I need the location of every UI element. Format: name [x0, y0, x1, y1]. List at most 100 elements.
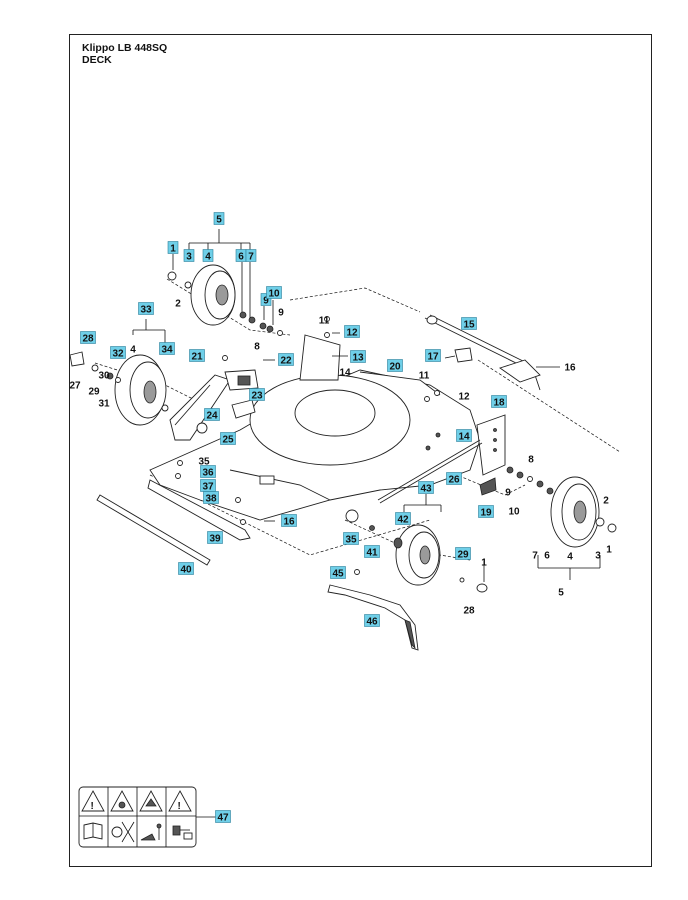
part-callout-number: 2: [175, 299, 181, 310]
callout-text: 8: [254, 342, 260, 353]
callout-text: 42: [397, 515, 409, 526]
part-callout-box: 14: [456, 429, 472, 443]
front-left-wheel: [167, 264, 283, 336]
warning-decal: ! !: [78, 786, 197, 848]
part-callout-number: 4: [567, 552, 573, 563]
part-callout-number: 14: [339, 368, 351, 379]
callout-text: 3: [595, 551, 601, 562]
part-callout-box: 1: [167, 241, 179, 255]
section-name: DECK: [82, 53, 112, 66]
callout-text: 35: [198, 457, 210, 468]
part-callout-box: 19: [478, 505, 494, 519]
stop-blade-icon: [111, 821, 135, 843]
part-callout-box: 45: [330, 566, 346, 580]
part-callout-number: 30: [98, 371, 110, 382]
small-fasteners: [175, 316, 440, 575]
callout-text: 41: [366, 548, 378, 559]
part-callout-box: 41: [364, 545, 380, 559]
front-right-wheel: [345, 509, 488, 593]
callout-text: 14: [458, 432, 470, 443]
part-callout-box: 10: [266, 286, 282, 300]
callout-text: 10: [508, 507, 520, 518]
cutting-blade: [327, 584, 419, 651]
part-callout-box: 35: [343, 532, 359, 546]
part-callout-number: 9: [505, 488, 511, 499]
callout-text: 38: [205, 494, 217, 505]
callout-text: 18: [493, 398, 505, 409]
rear-left-wheel: [69, 351, 169, 426]
callout-text: 10: [268, 289, 280, 300]
callout-text: 39: [209, 534, 221, 545]
hazard-warning-icon: [139, 790, 163, 812]
callout-text: 7: [532, 551, 538, 562]
part-callout-box: 18: [491, 395, 507, 409]
part-callout-box: 4: [202, 249, 214, 263]
callout-text: 9: [278, 308, 284, 319]
callout-text: 5: [558, 588, 564, 599]
part-callout-number: 1: [481, 558, 487, 569]
part-callout-box: 38: [203, 491, 219, 505]
height-adjust-lever: [169, 369, 259, 441]
callout-text: 16: [283, 517, 295, 528]
callout-text: 20: [389, 362, 401, 373]
callout-text: 23: [251, 391, 263, 402]
callout-text: 27: [69, 381, 81, 392]
hand-blade-warning-icon: [110, 790, 134, 812]
callout-text: 17: [427, 352, 439, 363]
part-callout-box: 43: [418, 481, 434, 495]
part-callout-box: 40: [178, 562, 194, 576]
callout-text: 21: [191, 352, 203, 363]
thrown-object-icon: [140, 823, 162, 841]
part-callout-number: 27: [69, 381, 81, 392]
part-callout-number: 28: [463, 606, 475, 617]
callout-text: 25: [222, 435, 234, 446]
svg-text:!: !: [178, 801, 181, 812]
part-callout-box: 22: [278, 353, 294, 367]
handle-rod-assembly: [424, 314, 541, 391]
part-callout-box: 3: [183, 249, 195, 263]
diagram-title: Klippo LB 448SQ DECK: [82, 42, 167, 66]
part-callout-box: 46: [364, 614, 380, 628]
disconnect-plug-icon: [172, 825, 193, 840]
callout-text: 47: [217, 813, 229, 824]
part-callout-box: 25: [220, 432, 236, 446]
callout-text: 4: [567, 552, 573, 563]
part-callout-number: 8: [254, 342, 260, 353]
part-callout-box: 6: [235, 249, 247, 263]
callout-text: 11: [319, 316, 330, 327]
callout-text: 11: [419, 371, 430, 382]
manual-book-icon: [83, 822, 103, 840]
callout-text: 4: [130, 345, 136, 356]
callout-text: 26: [448, 475, 460, 486]
callout-text: 1: [606, 545, 612, 556]
callout-text: 28: [82, 334, 94, 345]
callout-text: 22: [280, 356, 292, 367]
part-callout-box: 37: [200, 479, 216, 493]
part-callout-number: 1: [606, 545, 612, 556]
callout-text: 19: [480, 508, 492, 519]
callout-text: 2: [603, 496, 609, 507]
part-callout-box: 47: [215, 810, 231, 824]
callout-text: 28: [463, 606, 475, 617]
callout-text: 3: [186, 252, 192, 263]
callout-text: 45: [332, 569, 344, 580]
callout-text: 9: [263, 296, 269, 307]
part-callout-number: 9: [278, 308, 284, 319]
part-callout-box: 32: [110, 346, 126, 360]
part-callout-box: 7: [245, 249, 257, 263]
callout-text: 12: [346, 328, 358, 339]
part-callout-box: 42: [395, 512, 411, 526]
part-callout-box: 20: [387, 359, 403, 373]
part-callout-number: 4: [130, 345, 136, 356]
callout-text: 8: [528, 455, 534, 466]
part-callout-box: 9: [260, 293, 272, 307]
part-callout-number: 12: [458, 392, 470, 403]
part-callout-box: 12: [344, 325, 360, 339]
warning-triangle-icon: !: [168, 790, 192, 812]
callout-text: 2: [175, 299, 181, 310]
part-callout-box: 34: [159, 342, 175, 356]
part-callout-number: 10: [508, 507, 520, 518]
